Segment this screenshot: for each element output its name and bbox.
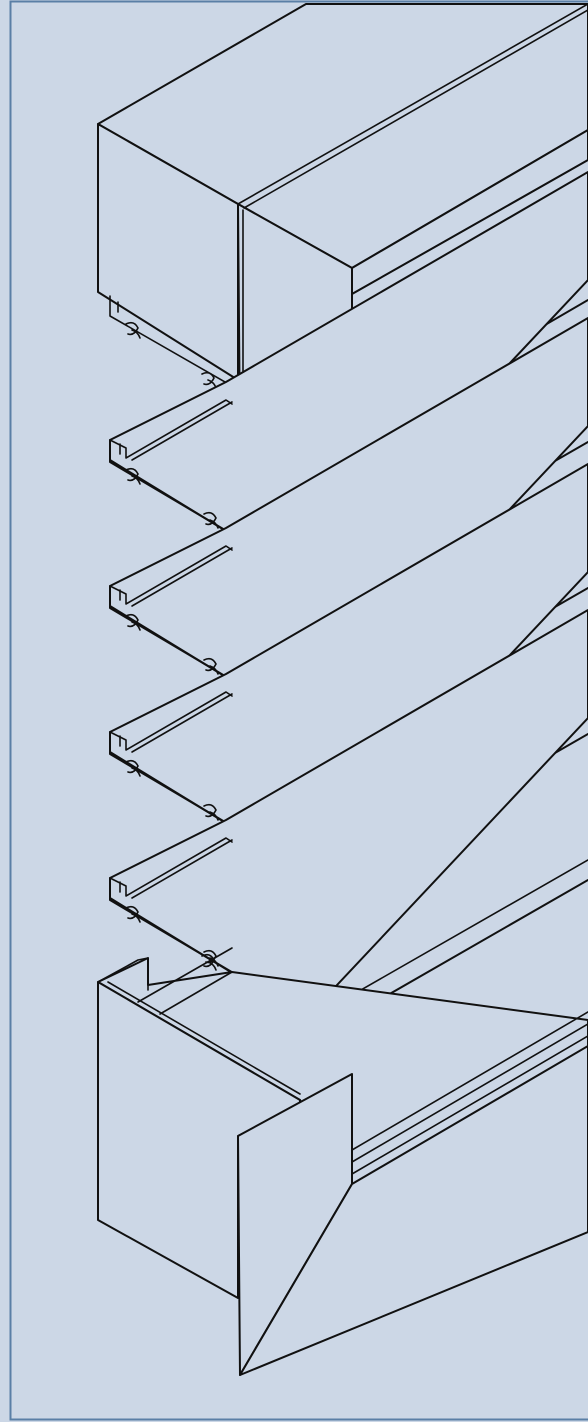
bottom-frame-lip xyxy=(97,957,149,991)
slat-clip xyxy=(203,657,219,675)
top-cap-side-edge xyxy=(351,159,588,295)
bottom-frame-channel-line-3 xyxy=(351,1035,588,1175)
slat-clip xyxy=(125,467,141,485)
bottom-frame-profile xyxy=(97,947,588,1376)
slat-channel-line xyxy=(131,547,233,607)
bottom-frame-channel-line xyxy=(351,1011,588,1151)
bottom-frame-crossbar-2 xyxy=(159,971,233,1015)
slat-clip xyxy=(203,803,219,821)
slat-clip xyxy=(125,905,141,923)
drawing-frame xyxy=(9,0,588,1421)
slat-clip xyxy=(125,759,141,777)
slat-clip xyxy=(203,511,219,529)
bottom-frame-diagonal xyxy=(239,1183,353,1376)
slat-channel-line xyxy=(131,693,233,753)
slat-stack xyxy=(109,171,588,1043)
bottom-frame-channel-line-2 xyxy=(351,1023,588,1163)
bottom-frame-clip xyxy=(201,953,217,971)
top-cap-side-face xyxy=(351,129,588,295)
slat-channel-line xyxy=(131,401,233,461)
top-cap-ridge-line-2 xyxy=(243,9,588,209)
top-cap-profile xyxy=(97,3,588,465)
slat-clip xyxy=(125,613,141,631)
top-cap-flange xyxy=(109,295,233,387)
bottom-frame-crossbar xyxy=(137,947,233,1003)
slat-channel-line xyxy=(131,839,233,899)
top-cap-clip-left xyxy=(125,321,141,339)
top-cap-ridge-line xyxy=(237,3,588,205)
